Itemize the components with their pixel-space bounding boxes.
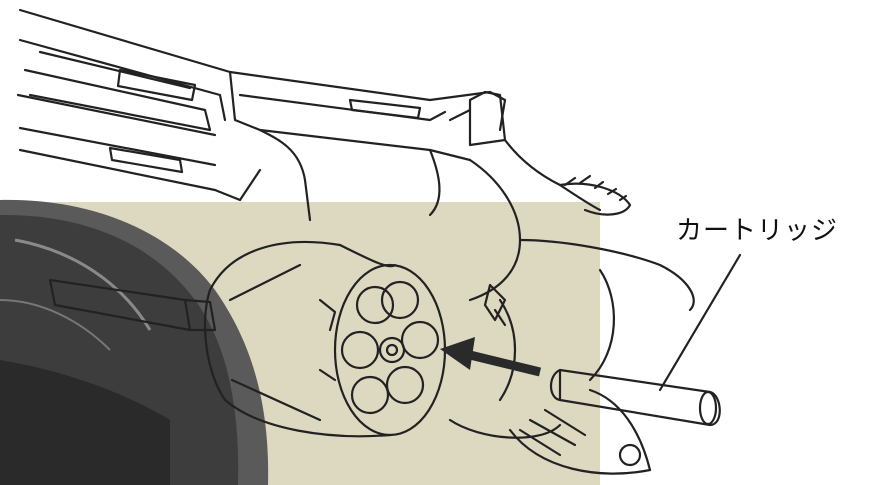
cartridge-label: カートリッジ xyxy=(676,210,838,247)
